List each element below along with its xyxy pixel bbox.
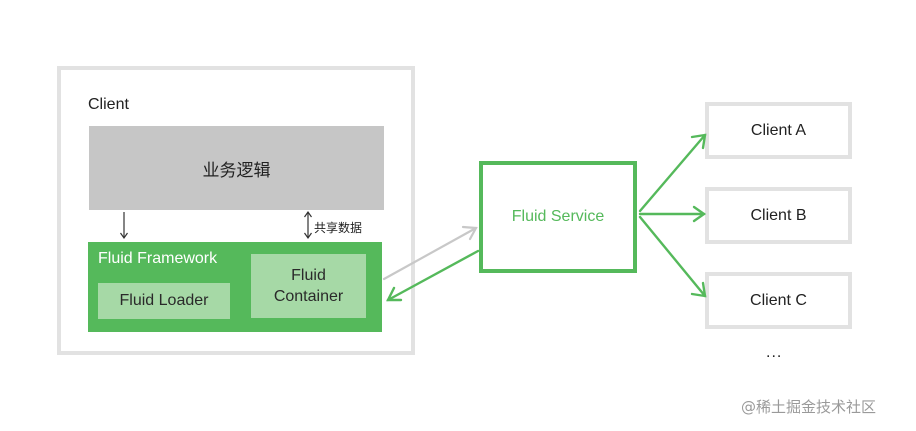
sync-outgoing-arrow	[382, 225, 478, 281]
client-c-label: Client C	[750, 291, 807, 309]
shared-data-arrow	[304, 210, 312, 240]
business-logic-box: 业务逻辑	[89, 126, 384, 210]
business-logic-label: 业务逻辑	[202, 160, 271, 181]
client-a-box: Client A	[705, 102, 852, 159]
broadcast-arrow-client-c	[638, 215, 707, 298]
fluid-framework-label: Fluid Framework	[98, 250, 218, 267]
client-b-label: Client B	[750, 206, 807, 224]
fluid-container-label-line2: Container	[273, 288, 344, 305]
fluid-service-box: Fluid Service	[479, 161, 637, 273]
sync-incoming-arrow	[386, 249, 480, 302]
broadcast-arrow-client-b	[638, 205, 707, 223]
fluid-loader-box: Fluid Loader	[98, 283, 230, 319]
fluid-loader-label: Fluid Loader	[119, 292, 209, 309]
shared-data-label: 共享数据	[314, 221, 363, 235]
broadcast-arrow-client-a	[638, 133, 707, 213]
logic-to-framework-arrow	[120, 212, 128, 240]
more-clients-ellipsis: ...	[766, 344, 783, 361]
fluid-container-label-line1: Fluid	[291, 267, 326, 284]
client-b-box: Client B	[705, 187, 852, 244]
client-a-label: Client A	[750, 121, 807, 139]
client-c-box: Client C	[705, 272, 852, 329]
watermark-text: @稀土掘金技术社区	[741, 398, 877, 416]
fluid-container-box: Fluid Container	[251, 254, 366, 318]
fluid-service-label: Fluid Service	[511, 208, 605, 225]
client-label: Client	[88, 96, 129, 113]
